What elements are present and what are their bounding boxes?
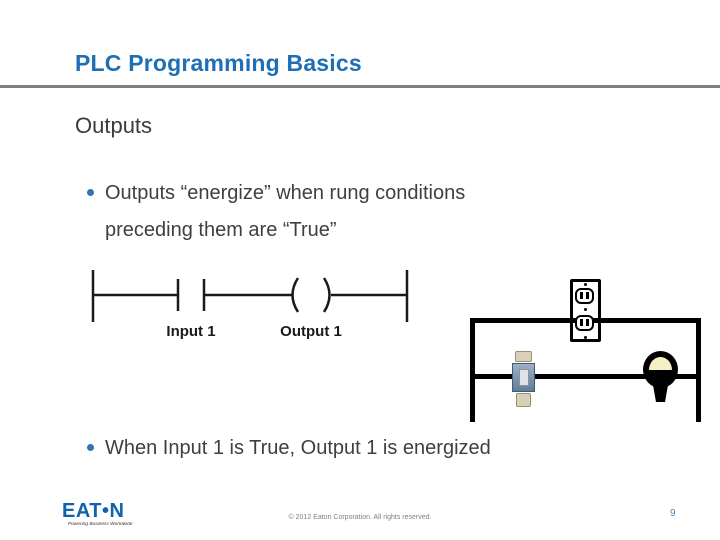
input-contact-label: Input 1 <box>166 323 216 340</box>
eaton-logo-wordmark: EAT•N <box>62 500 125 522</box>
outlet-receptacle-icon <box>575 315 594 331</box>
bullet-item-1: Outputs “energize” when rung conditions … <box>105 175 615 249</box>
output-coil-label: Output 1 <box>280 323 342 340</box>
title-divider <box>0 85 720 88</box>
normally-open-contact-icon <box>176 279 206 311</box>
outlet-screw-icon <box>584 336 587 339</box>
light-switch-icon <box>511 351 536 408</box>
bullet-2-line-1: When Input 1 is True, Output 1 is energi… <box>105 437 491 459</box>
circuit-wire-right <box>696 318 701 422</box>
outlet-screw-icon <box>584 308 587 311</box>
bullet-1-line-2: preceding them are “True” <box>105 219 337 241</box>
outlet-receptacle-icon <box>575 288 594 304</box>
page-title: PLC Programming Basics <box>75 50 362 76</box>
circuit-wire-left <box>470 318 475 422</box>
circuit-wire-middle <box>470 374 701 379</box>
eaton-logo-tagline: Powering Business Worldwide <box>68 522 133 527</box>
page-number: 9 <box>670 508 676 519</box>
output-coil-icon <box>291 277 331 313</box>
bullet-icon <box>87 189 94 196</box>
copyright-text: © 2012 Eaton Corporation. All rights res… <box>288 514 432 521</box>
outlet-screw-icon <box>584 283 587 286</box>
ladder-logic-diagram <box>91 270 409 322</box>
bullet-1-line-1: Outputs “energize” when rung conditions <box>105 182 466 204</box>
section-heading: Outputs <box>75 113 153 138</box>
eaton-logo: EAT•N Powering Business Worldwide <box>62 501 149 528</box>
light-bulb-icon <box>643 351 679 403</box>
bullet-item-2: When Input 1 is True, Output 1 is energi… <box>105 430 615 467</box>
bullet-icon <box>87 444 94 451</box>
